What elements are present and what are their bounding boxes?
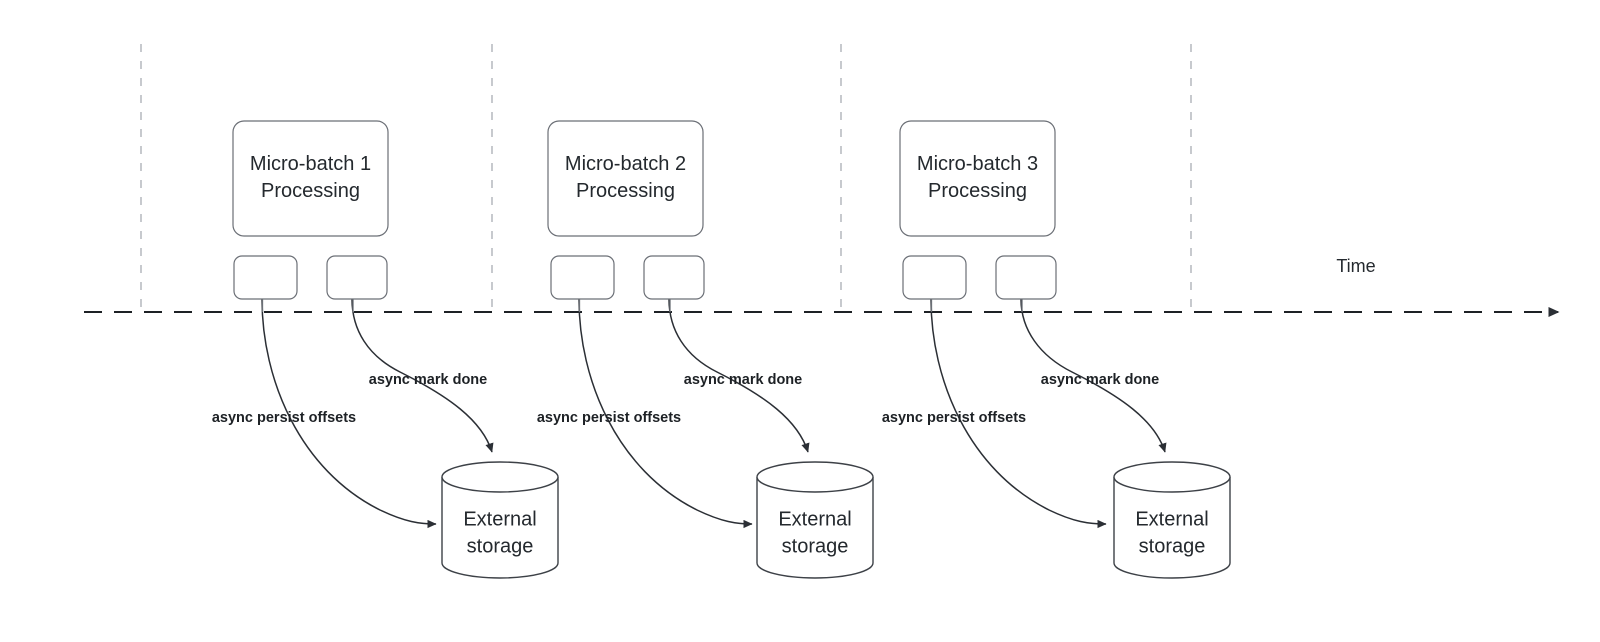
external-storage-label-line1-3: External [1135, 508, 1208, 530]
external-storage-label-line2-3: storage [1139, 535, 1206, 557]
async-persist-offsets-edge-2 [578, 298, 753, 529]
time-axis-label: Time [1336, 256, 1375, 276]
external-storage-cylinder-body-1[interactable] [441, 477, 559, 579]
external-storage-label-line2-2: storage [782, 535, 849, 557]
async-mark-done-edge-2 [668, 298, 810, 453]
async-mark-done-edge-3-label: async mark done [1041, 372, 1159, 388]
micro-batch-label-line2-2: Processing [576, 180, 675, 202]
async-mark-done-edge-3 [1020, 298, 1167, 453]
time-axis-label-group: Time [1336, 256, 1375, 276]
external-storage-cylinder-top-1[interactable] [441, 461, 559, 493]
task-box-3b[interactable] [995, 255, 1057, 300]
async-mark-done-edge-1-label: async mark done [369, 372, 487, 388]
micro-batch-label-line1-1: Micro-batch 1 [250, 153, 371, 175]
micro-batch-box-2[interactable] [547, 120, 704, 237]
batch-boundaries [140, 44, 1192, 312]
task-box-1b[interactable] [326, 255, 388, 300]
async-persist-offsets-edge-2-label: async persist offsets [537, 410, 681, 426]
async-persist-offsets-edge-3 [930, 298, 1107, 529]
external-storage-cylinder-body-3[interactable] [1113, 477, 1231, 579]
async-mark-done-edge-2-label: async mark done [684, 372, 802, 388]
micro-batch-label-line1-3: Micro-batch 3 [917, 153, 1038, 175]
task-box-3a[interactable] [902, 255, 967, 300]
micro-batch-label-line2-3: Processing [928, 180, 1027, 202]
micro-batch-group-3: Micro-batch 3 Processing async persist off… [882, 120, 1231, 579]
external-storage-label-line1-1: External [463, 508, 536, 530]
micro-batch-label-line2-1: Processing [261, 180, 360, 202]
async-persist-offsets-edge-1 [261, 298, 437, 529]
external-storage-label-line1-2: External [778, 508, 851, 530]
micro-batch-group-1: Micro-batch 1 Processing async persist off… [212, 120, 559, 579]
task-box-1a[interactable] [233, 255, 298, 300]
micro-batch-group-2: Micro-batch 2 Processing async persist off… [537, 120, 874, 579]
async-persist-offsets-edge-3-label: async persist offsets [882, 410, 1026, 426]
external-storage-cylinder-body-2[interactable] [756, 477, 874, 579]
micro-batch-label-line1-2: Micro-batch 2 [565, 153, 686, 175]
async-persist-offsets-edge-1-label: async persist offsets [212, 410, 356, 426]
external-storage-cylinder-top-3[interactable] [1113, 461, 1231, 493]
task-box-2a[interactable] [550, 255, 615, 300]
async-mark-done-edge-1 [351, 298, 494, 453]
task-box-2b[interactable] [643, 255, 705, 300]
micro-batch-box-1[interactable] [232, 120, 389, 237]
micro-batch-groups: Micro-batch 1 Processing async persist off… [212, 120, 1231, 579]
micro-batch-box-3[interactable] [899, 120, 1056, 237]
external-storage-cylinder-top-2[interactable] [756, 461, 874, 493]
external-storage-label-line2-1: storage [467, 535, 534, 557]
